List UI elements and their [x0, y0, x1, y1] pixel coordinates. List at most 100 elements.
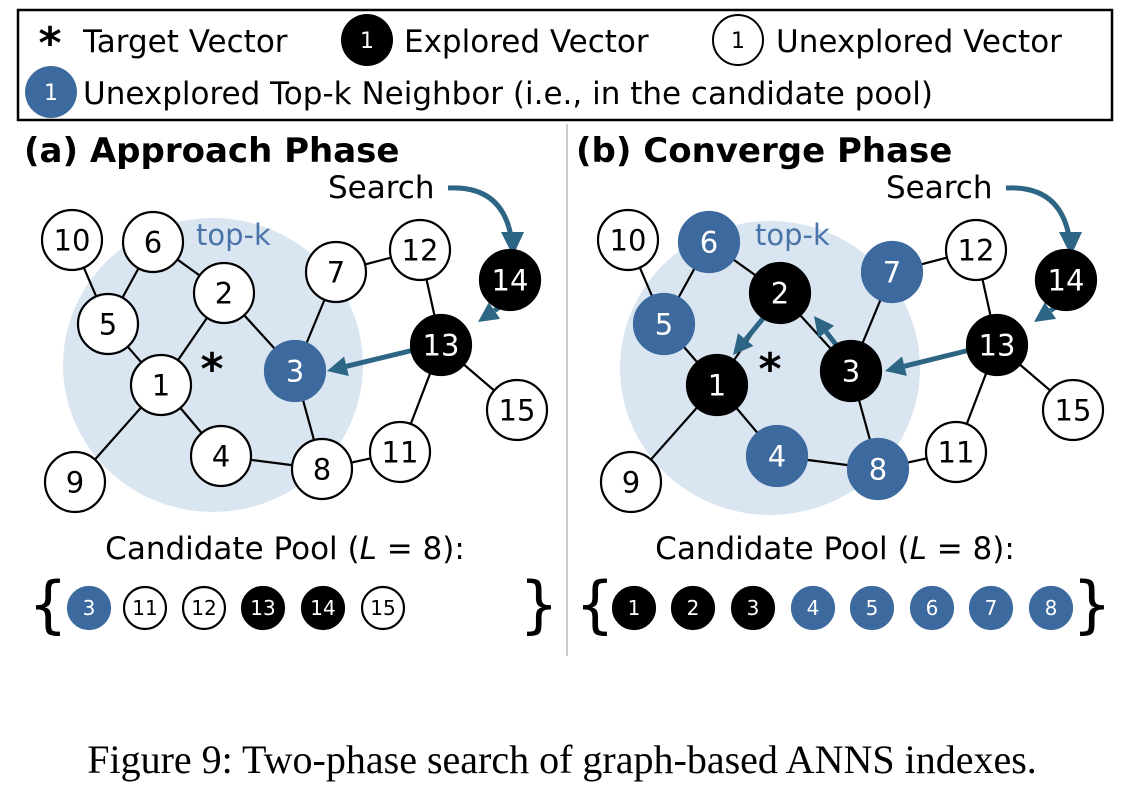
pool-item-15-circle [360, 585, 406, 631]
pool-item-2-circle [670, 585, 716, 631]
graph-node-2-circle [748, 261, 812, 325]
pool-item-13-circle [240, 585, 286, 631]
search-step-arrow [824, 330, 839, 348]
graph-node-7-circle [860, 240, 924, 304]
pool-bracket-left: { [575, 568, 614, 641]
graph-node-2-label: 2 [771, 276, 789, 310]
candidate-pool-label: Candidate Pool (L = 8): [655, 531, 1015, 567]
graph-node-3-label: 3 [286, 354, 304, 388]
graph-node-15-circle [485, 378, 549, 442]
pool-item-4-label: 4 [807, 596, 820, 620]
graph-node-7-circle [304, 240, 368, 304]
graph-node-10-label: 10 [610, 223, 647, 257]
graph-node-4-circle [745, 424, 809, 488]
search-step-arrowhead [478, 302, 501, 322]
search-step-arrowhead [814, 316, 835, 338]
graph-node-15-label: 15 [1055, 393, 1092, 427]
graph-node-4-circle [189, 424, 253, 488]
graph-node-1-circle [685, 353, 749, 417]
graph-node-2-label: 2 [215, 276, 233, 310]
graph-node-11-circle [924, 420, 988, 484]
graph-node-5-circle [632, 292, 696, 356]
graph-node-14-label: 14 [492, 263, 529, 297]
legend-explored-icon [341, 14, 393, 66]
graph-node-9-label: 9 [622, 465, 640, 499]
pool-item-5-label: 5 [866, 596, 879, 620]
graph-node-11-circle [368, 420, 432, 484]
pool-item-4-circle [790, 585, 836, 631]
target-vector-marker: * [758, 344, 781, 395]
legend-topk-icon [25, 66, 77, 118]
topk-label: top-k [755, 218, 830, 252]
graph-node-6-circle [121, 210, 185, 274]
graph-node-11-label: 11 [938, 435, 975, 469]
graph-node-5-label: 5 [655, 307, 673, 341]
graph-node-3-label: 3 [842, 354, 860, 388]
graph-node-2-circle [192, 261, 256, 325]
graph-node-14-circle [1034, 248, 1098, 312]
legend-explored-badge: 1 [360, 29, 374, 54]
graph-node-1-label: 1 [152, 368, 170, 402]
graph-node-12-label: 12 [402, 233, 439, 267]
legend-explored-label: Explored Vector [404, 24, 649, 60]
graph-node-15-circle [1041, 378, 1105, 442]
legend: * Target Vector 1 Explored Vector 1 Unex… [16, 8, 1114, 122]
graph-node-8-label: 8 [313, 452, 331, 486]
pool-item-8-label: 8 [1045, 596, 1058, 620]
pool-item-13-label: 13 [250, 596, 275, 620]
pool-item-7-circle [968, 585, 1014, 631]
graph-node-6-label: 6 [700, 225, 718, 259]
pool-item-1-circle [611, 585, 657, 631]
search-step-arrowhead [885, 356, 907, 376]
panel-title: (b) Converge Phase [576, 131, 952, 171]
graph-node-10-label: 10 [54, 223, 91, 257]
search-arrowhead [501, 232, 524, 256]
target-vector-icon: * [38, 18, 61, 69]
graph-node-15-label: 15 [499, 393, 536, 427]
pool-item-5-circle [849, 585, 895, 631]
search-step-arrow [903, 347, 971, 369]
pool-item-12-label: 12 [191, 596, 216, 620]
search-step-arrowhead [1034, 302, 1057, 322]
graph-node-10-circle [596, 208, 660, 272]
graph-node-7-label: 7 [883, 255, 901, 289]
legend-topk-label: Unexplored Top-k Neighbor (i.e., in the … [83, 76, 933, 112]
graph-node-9-circle [599, 450, 663, 514]
target-vector-marker: * [200, 344, 223, 395]
graph-node-12-label: 12 [958, 233, 995, 267]
graph-node-9-circle [43, 450, 107, 514]
search-step-arrow [743, 314, 767, 342]
graph-node-10-circle [40, 208, 104, 272]
candidate-pool-label: Candidate Pool (L = 8): [105, 531, 465, 567]
graph-node-8-circle [846, 437, 910, 501]
pool-item-7-label: 7 [985, 596, 998, 620]
legend-unexplored-badge: 1 [731, 29, 745, 54]
graph-node-4-label: 4 [212, 439, 230, 473]
pool-item-3-label: 3 [83, 596, 96, 620]
search-arrow [447, 185, 515, 244]
pool-item-3-circle [730, 585, 776, 631]
pool-item-8-circle [1028, 585, 1074, 631]
legend-unexplored-icon [712, 14, 764, 66]
graph-node-13-label: 13 [979, 328, 1016, 362]
legend-topk-badge: 1 [44, 81, 58, 106]
pool-item-12-circle [181, 585, 227, 631]
pool-item-3-circle [66, 585, 112, 631]
graph-node-9-label: 9 [66, 465, 84, 499]
pool-item-14-label: 14 [310, 596, 335, 620]
legend-target-label: Target Vector [82, 24, 288, 60]
topk-label: top-k [196, 218, 271, 252]
panel-title: (a) Approach Phase [24, 131, 399, 171]
graph-node-6-label: 6 [144, 225, 162, 259]
topk-region [63, 218, 363, 512]
search-step-arrowhead [733, 333, 754, 355]
graph-node-13-label: 13 [423, 328, 460, 362]
graph-node-14-circle [478, 248, 542, 312]
graph-node-5-circle [76, 292, 140, 356]
pool-item-15-label: 15 [370, 596, 395, 620]
